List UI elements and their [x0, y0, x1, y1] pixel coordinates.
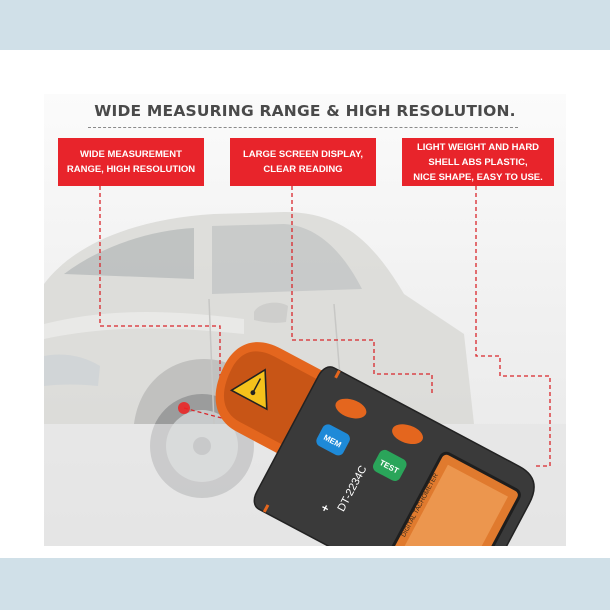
callout-measurement-range: WIDE MEASUREMENT RANGE, HIGH RESOLUTION [58, 138, 204, 186]
callout-screen-display: LARGE SCREEN DISPLAY, CLEAR READING [230, 138, 376, 186]
laser-warning-icon [229, 368, 268, 411]
title-divider [88, 127, 518, 128]
tachometer-device: MEM TEST DT-2234C + DIGITAL TACHOMETER [215, 342, 535, 546]
callout-abs-shell: LIGHT WEIGHT AND HARD SHELL ABS PLASTIC,… [402, 138, 554, 186]
laser-target-dot [178, 402, 190, 414]
product-image-frame: WIDE MEASURING RANGE & HIGH RESOLUTION. … [0, 50, 610, 558]
banner-title: WIDE MEASURING RANGE & HIGH RESOLUTION. [94, 102, 516, 120]
mem-button [316, 424, 350, 456]
test-button [372, 449, 407, 481]
product-banner: WIDE MEASURING RANGE & HIGH RESOLUTION. … [44, 94, 566, 546]
